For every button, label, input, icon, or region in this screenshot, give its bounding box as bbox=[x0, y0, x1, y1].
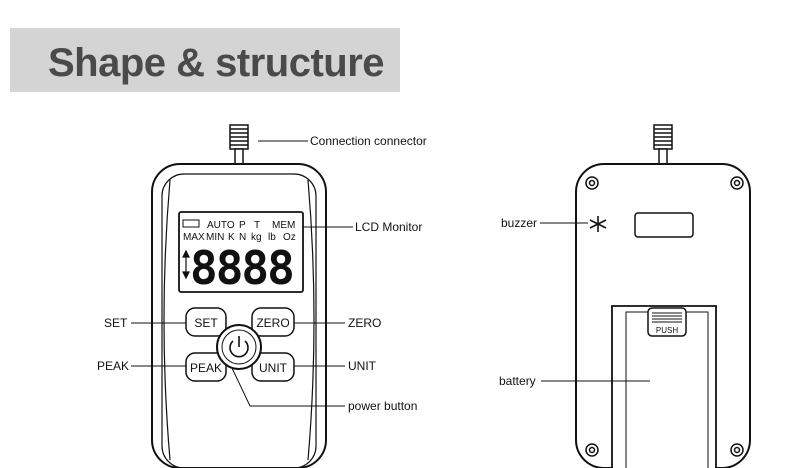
screw-icon bbox=[585, 176, 744, 457]
lcd-max: MAX bbox=[183, 232, 205, 243]
lcd-kg: kg bbox=[251, 232, 262, 243]
front-body bbox=[151, 163, 327, 468]
callout-lcd-monitor: LCD Monitor bbox=[355, 220, 422, 234]
callout-set: SET bbox=[104, 316, 128, 330]
front-connector bbox=[229, 124, 249, 166]
zero-button[interactable] bbox=[251, 307, 295, 337]
lcd-direction-icon bbox=[182, 249, 190, 280]
peak-button-label: PEAK bbox=[190, 361, 222, 375]
lcd-t: T bbox=[254, 220, 260, 231]
lcd-oz: Oz bbox=[283, 232, 296, 243]
battery-indicator-icon bbox=[182, 219, 200, 228]
lcd-digits: 8888 bbox=[190, 241, 293, 295]
lcd-auto: AUTO bbox=[207, 220, 235, 231]
callout-peak: PEAK bbox=[97, 359, 129, 373]
callout-zero: ZERO bbox=[348, 316, 381, 330]
set-button-label: SET bbox=[194, 316, 218, 330]
power-icon bbox=[229, 340, 249, 358]
push-tab[interactable] bbox=[647, 307, 687, 337]
lcd-min: MIN bbox=[206, 232, 224, 243]
power-button[interactable] bbox=[216, 324, 262, 370]
peak-button[interactable] bbox=[185, 352, 227, 382]
back-view bbox=[575, 124, 751, 468]
lcd-content: AUTO P T MEM MAX MIN K N kg lb Oz 8888 bbox=[182, 220, 296, 295]
title-banner bbox=[10, 28, 400, 92]
label-window bbox=[634, 212, 694, 238]
set-button[interactable] bbox=[185, 307, 227, 337]
battery-cover[interactable] bbox=[611, 305, 717, 468]
push-tab-label: PUSH bbox=[656, 326, 678, 335]
front-inner-frame bbox=[161, 173, 317, 468]
lcd-screen bbox=[178, 211, 304, 293]
callout-connection-connector: Connection connector bbox=[310, 134, 427, 148]
callout-unit: UNIT bbox=[348, 359, 377, 373]
page-title: Shape & structure bbox=[48, 41, 385, 85]
callout-buzzer: buzzer bbox=[501, 216, 537, 230]
callout-battery: battery bbox=[499, 374, 536, 388]
lcd-k: K bbox=[228, 232, 235, 243]
left-grip bbox=[163, 179, 171, 461]
back-leader-lines bbox=[540, 222, 650, 382]
unit-button-label: UNIT bbox=[259, 361, 288, 375]
lcd-n: N bbox=[239, 232, 246, 243]
back-connector bbox=[653, 124, 673, 166]
zero-button-label: ZERO bbox=[256, 316, 289, 330]
buzzer-icon bbox=[589, 216, 607, 232]
front-view bbox=[151, 124, 327, 468]
callout-power-button: power button bbox=[348, 399, 417, 413]
right-grip bbox=[307, 179, 315, 461]
front-leader-lines bbox=[131, 140, 353, 407]
lcd-lb: lb bbox=[268, 232, 276, 243]
lcd-mem: MEM bbox=[272, 220, 295, 231]
lcd-p: P bbox=[239, 220, 246, 231]
unit-button[interactable] bbox=[251, 352, 295, 382]
